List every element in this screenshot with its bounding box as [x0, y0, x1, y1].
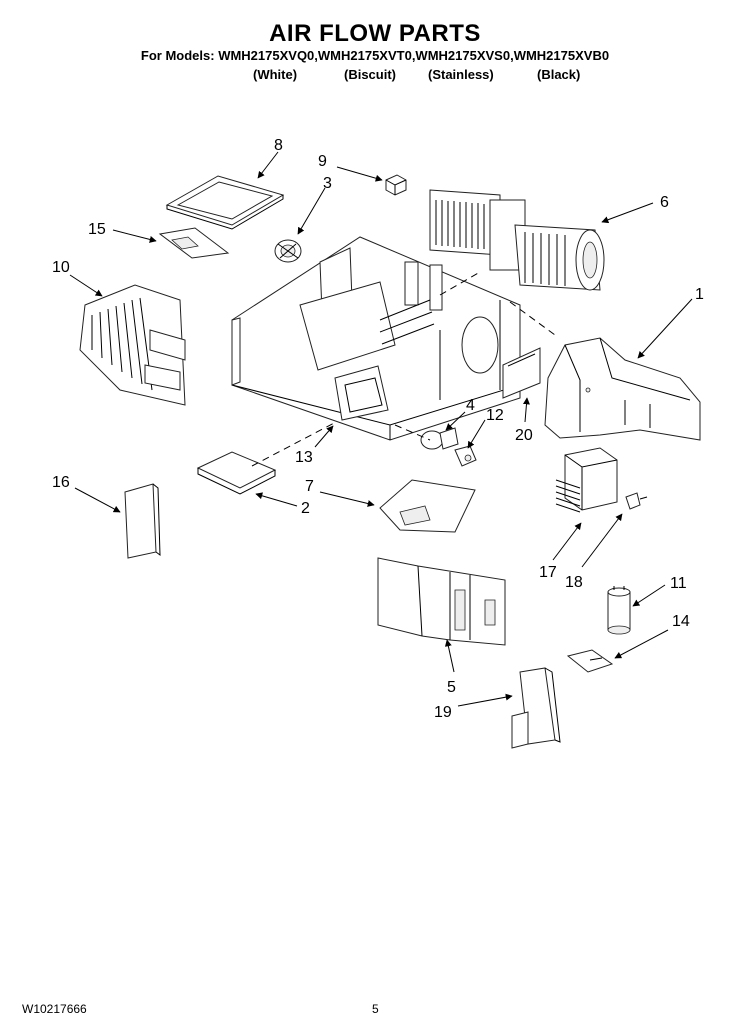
callout-10: 10 [52, 259, 70, 276]
variant-biscuit: (Biscuit) [344, 67, 396, 82]
callout-8: 8 [274, 137, 283, 154]
callout-5: 5 [447, 679, 456, 696]
callout-4: 4 [466, 397, 475, 414]
part-5-large-panel [377, 557, 506, 646]
callout-20: 20 [515, 427, 533, 444]
page-title: AIR FLOW PARTS [269, 20, 481, 47]
part-10-vent-grill [79, 284, 186, 406]
assembly-guide-lines [251, 271, 556, 467]
model-list: For Models: WMH2175XVQ0,WMH2175XVT0,WMH2… [140, 48, 610, 63]
variant-white: (White) [253, 67, 298, 82]
callout-18: 18 [565, 574, 583, 591]
document-number: W10217666 [22, 1002, 87, 1016]
leader-arrows [69, 151, 693, 707]
callout-13: 13 [295, 449, 313, 466]
callout-14: 14 [672, 613, 690, 630]
callout-1: 1 [695, 286, 704, 303]
part-20-panel [502, 347, 541, 399]
part-14-bracket [566, 649, 614, 673]
part-6-blower-fan [429, 189, 605, 291]
callout-19: 19 [434, 704, 452, 721]
part-2-cover-plate [196, 451, 277, 495]
part-11-capacitor [607, 586, 631, 635]
part-1-air-duct [544, 337, 701, 441]
part-3-motor [274, 239, 302, 263]
callout-12: 12 [486, 407, 504, 424]
callout-16: 16 [52, 474, 70, 491]
callout-2: 2 [301, 500, 310, 517]
callout-3: 3 [323, 175, 332, 192]
part-4-lamp [420, 427, 459, 450]
variant-stainless: (Stainless) [428, 67, 494, 82]
part-9-clip [385, 174, 407, 196]
part-18-sensor [625, 492, 648, 510]
part-8-filter-frame [165, 175, 285, 230]
part-19-duct-connector [511, 667, 561, 749]
part-12-lamp-holder [454, 445, 477, 467]
part-16-side-panel [124, 483, 161, 559]
callout-17: 17 [539, 564, 557, 581]
part-7-bracket [379, 479, 476, 533]
page-number: 5 [372, 1002, 379, 1016]
part-15-plate [158, 227, 230, 259]
variant-black: (Black) [537, 67, 581, 82]
part-17-transformer [555, 447, 618, 513]
callout-15: 15 [88, 221, 106, 238]
callout-7: 7 [305, 478, 314, 495]
callout-numbers: 8 9 3 6 15 10 1 4 12 20 13 16 7 2 17 18 … [52, 137, 704, 721]
callout-9: 9 [318, 153, 327, 170]
callout-11: 11 [670, 575, 687, 592]
callout-6: 6 [660, 194, 669, 211]
base-chassis [231, 236, 521, 441]
